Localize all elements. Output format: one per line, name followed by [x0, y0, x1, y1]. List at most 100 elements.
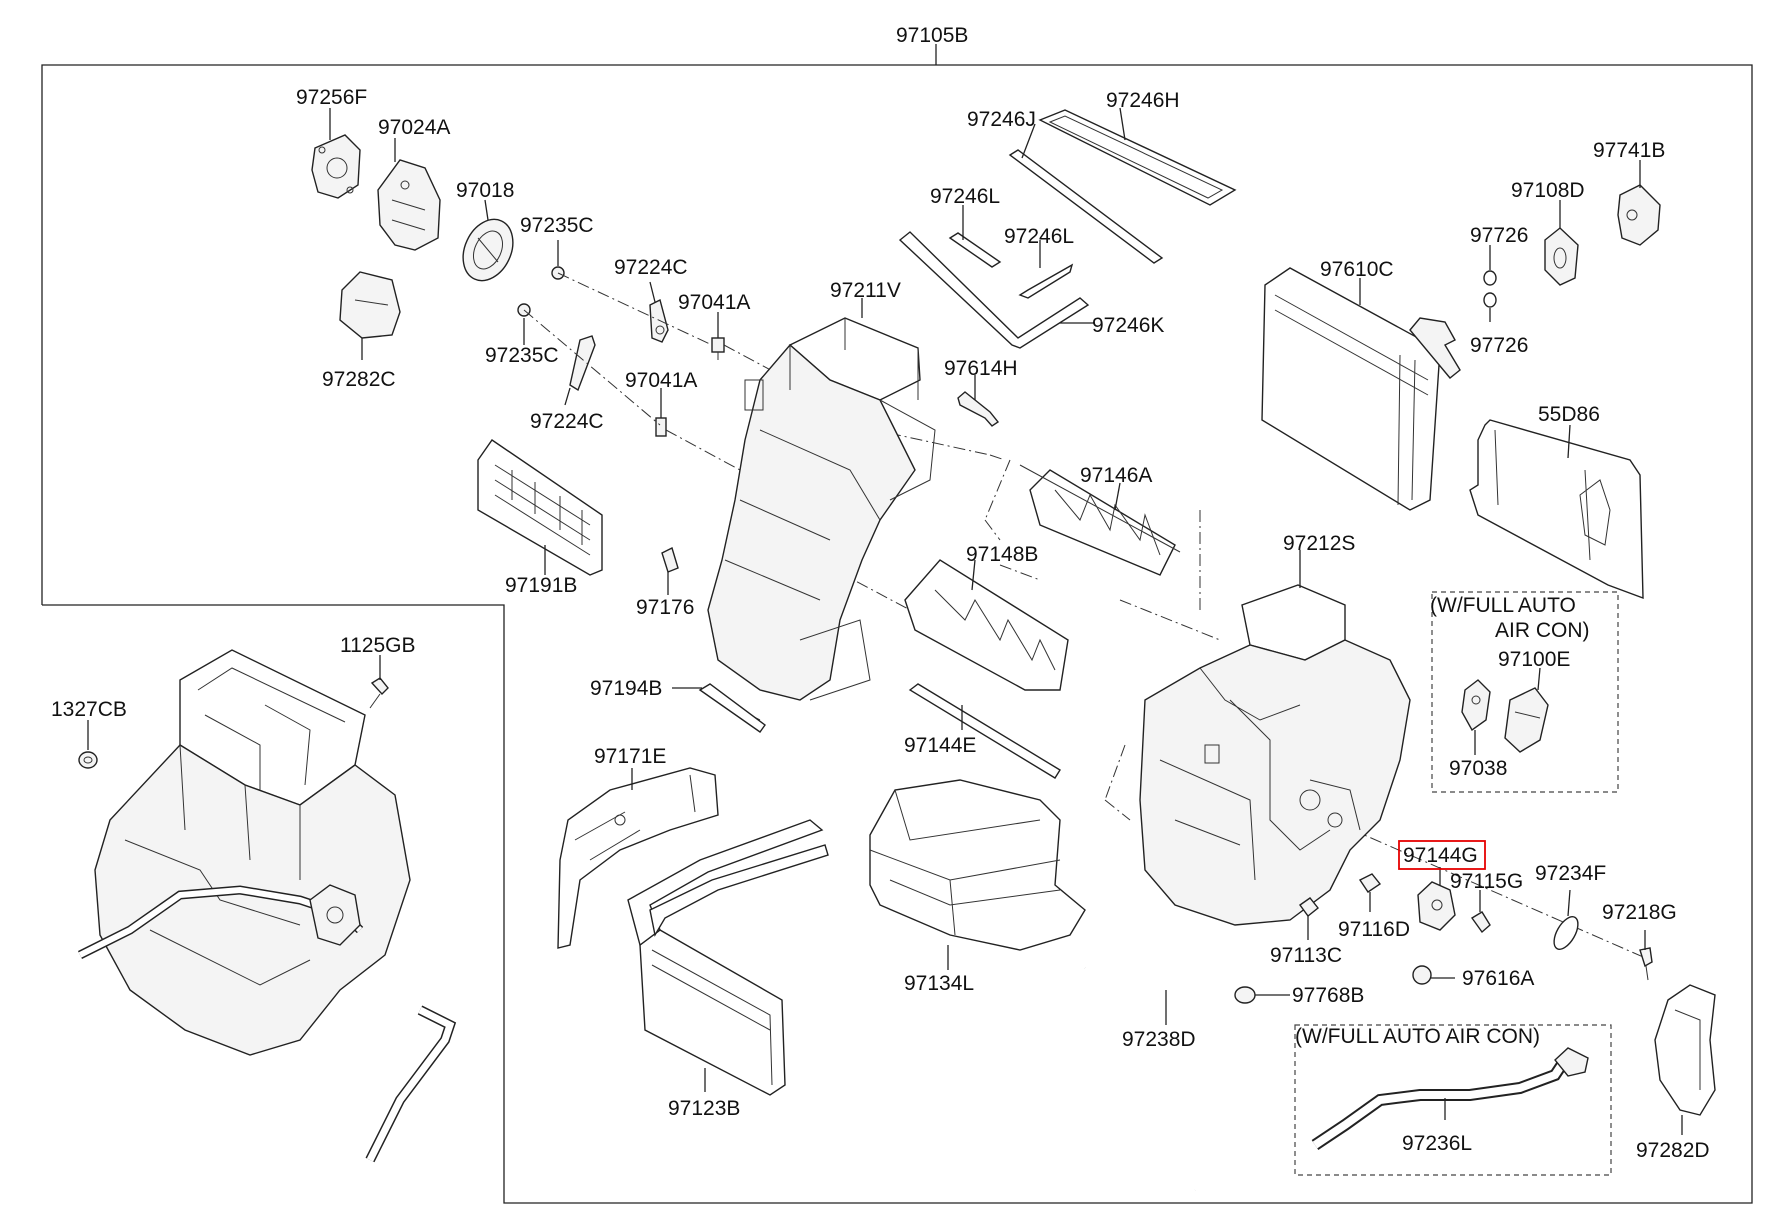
lever-97224C-upper-part[interactable] [649, 298, 669, 343]
hose-97238D-part[interactable] [1083, 964, 1259, 1191]
label-97176[interactable]: 97176 [636, 596, 694, 619]
label-97211V[interactable]: 97211V [830, 279, 901, 302]
label-97144G[interactable]: 97144G [1403, 844, 1478, 867]
upper-housing-97211V-part[interactable] [699, 317, 936, 721]
housing-cover-97282D-part[interactable] [1654, 984, 1716, 1116]
note-full-auto-lower: (W/FULL AUTO AIR CON) [1295, 1025, 1540, 1048]
bolt-1125GB-part[interactable] [369, 677, 389, 709]
label-97741B[interactable]: 97741B [1593, 139, 1665, 162]
hose-97236L-part[interactable] [1311, 1047, 1589, 1150]
clip-97041A-upper-part[interactable] [711, 337, 725, 360]
label-97146A[interactable]: 97146A [1080, 464, 1152, 487]
filter-97246H-part[interactable] [1038, 109, 1237, 206]
highlight-box-97144G [1398, 840, 1486, 870]
label-97100E[interactable]: 97100E [1498, 648, 1570, 671]
label-55D86[interactable]: 55D86 [1538, 403, 1600, 426]
label-97246L-right[interactable]: 97246L [1004, 225, 1074, 248]
actuator-97144G-part[interactable] [1417, 881, 1456, 931]
seal-97246K-part[interactable] [898, 231, 1090, 349]
label-97108D[interactable]: 97108D [1511, 179, 1585, 202]
label-97148B[interactable]: 97148B [966, 543, 1038, 566]
label-97256F[interactable]: 97256F [296, 86, 367, 109]
label-97041A-upper[interactable]: 97041A [678, 291, 750, 314]
sensor-97116D-part[interactable] [1358, 873, 1382, 893]
label-97123B[interactable]: 97123B [668, 1097, 740, 1120]
clip-97113C-part[interactable] [1299, 897, 1319, 918]
nut-1327CB-part[interactable] [78, 751, 98, 769]
clip-97176-part[interactable] [661, 547, 679, 573]
actuator-97282C-part[interactable] [339, 271, 401, 339]
label-97191B[interactable]: 97191B [505, 574, 577, 597]
label-97218G[interactable]: 97218G [1602, 901, 1677, 924]
case-97134L-part[interactable] [869, 779, 1086, 951]
label-97024A[interactable]: 97024A [378, 116, 450, 139]
actuator-97024A-part[interactable] [377, 159, 441, 251]
label-97616A[interactable]: 97616A [1462, 967, 1534, 990]
label-97246L-left[interactable]: 97246L [930, 185, 1000, 208]
label-97115G[interactable]: 97115G [1450, 870, 1523, 893]
o-rings-97726-part[interactable] [1483, 270, 1497, 308]
label-97171E[interactable]: 97171E [594, 745, 666, 768]
label-97238D[interactable]: 97238D [1122, 1028, 1196, 1051]
label-97038[interactable]: 97038 [1449, 757, 1507, 780]
main-housing-97212S-part[interactable] [1139, 584, 1411, 926]
label-97134L[interactable]: 97134L [904, 972, 974, 995]
label-97113C[interactable]: 97113C [1270, 944, 1342, 967]
sensor-97614H-part[interactable] [957, 391, 1000, 427]
rod-97144E-part[interactable] [908, 683, 1061, 779]
label-97246J[interactable]: 97246J [967, 108, 1036, 131]
label-97224C-upper[interactable]: 97224C [614, 256, 688, 279]
screw-97115G-part[interactable] [1470, 911, 1491, 934]
label-1125GB[interactable]: 1125GB [340, 634, 416, 657]
label-97726-lower[interactable]: 97726 [1470, 334, 1528, 357]
actuator-97256F-part[interactable] [311, 134, 361, 199]
label-97116D[interactable]: 97116D [1338, 918, 1410, 941]
assembled-hvac-unit-part[interactable] [77, 649, 457, 1163]
part-labels: 97256F 97024A 97018 97235C 97224C 97041A… [51, 86, 1710, 1162]
bracket-97741B-part[interactable] [1617, 184, 1661, 246]
label-97614H[interactable]: 97614H [944, 357, 1018, 380]
evaporator-97610C-part[interactable] [1261, 267, 1461, 511]
actuator-97100E-part[interactable] [1504, 687, 1549, 753]
label-97246H[interactable]: 97246H [1106, 89, 1180, 112]
pipe-bracket-97171E-part[interactable] [557, 767, 719, 949]
door-actuator-97191B-part[interactable] [477, 439, 603, 576]
label-97224C-lower[interactable]: 97224C [530, 410, 604, 433]
lever-97224C-lower-part[interactable] [569, 335, 596, 392]
label-97282D[interactable]: 97282D [1636, 1139, 1710, 1162]
label-97144E[interactable]: 97144E [904, 734, 976, 757]
label-97235C-upper[interactable]: 97235C [520, 214, 594, 237]
label-97018[interactable]: 97018 [456, 179, 514, 202]
label-97234F[interactable]: 97234F [1535, 862, 1606, 885]
label-97194B[interactable]: 97194B [590, 677, 662, 700]
grommet-97768B-part[interactable] [1234, 986, 1256, 1004]
actuator-97038-part[interactable] [1461, 679, 1491, 732]
option-box-full-auto-lower [1294, 1024, 1612, 1176]
gear-97234F-part[interactable] [1549, 913, 1583, 953]
grommet-97108D-part[interactable] [1544, 227, 1579, 286]
door-97148B-part[interactable] [904, 559, 1069, 691]
blower-motor-97018-part[interactable] [454, 211, 523, 288]
insulation-55D86-part[interactable] [1469, 419, 1644, 600]
label-1327CB[interactable]: 1327CB [51, 698, 127, 721]
screw-97218G-part[interactable] [1639, 947, 1653, 981]
door-97146A-part[interactable] [1019, 464, 1181, 576]
seal-97246L-left-part[interactable] [948, 232, 1002, 268]
label-97282C[interactable]: 97282C [322, 368, 396, 391]
label-97726-upper[interactable]: 97726 [1470, 224, 1528, 247]
seal-97246L-right-part[interactable] [1018, 263, 1074, 299]
clip-97041A-lower-part[interactable] [655, 417, 667, 437]
heater-core-97123B-part[interactable] [627, 819, 829, 1096]
label-97768B[interactable]: 97768B [1292, 984, 1364, 1007]
assembly-title: 97105B [896, 24, 968, 47]
guide-97194B-part[interactable] [698, 683, 766, 733]
seal-97246J-part[interactable] [1008, 149, 1164, 264]
label-97246K[interactable]: 97246K [1092, 314, 1164, 337]
label-97235C-lower[interactable]: 97235C [485, 344, 559, 367]
sensor-97616A-part[interactable] [1412, 965, 1432, 985]
label-97236L[interactable]: 97236L [1402, 1132, 1472, 1155]
label-97212S[interactable]: 97212S [1283, 532, 1355, 555]
label-97041A-lower[interactable]: 97041A [625, 369, 697, 392]
label-97610C[interactable]: 97610C [1320, 258, 1394, 281]
